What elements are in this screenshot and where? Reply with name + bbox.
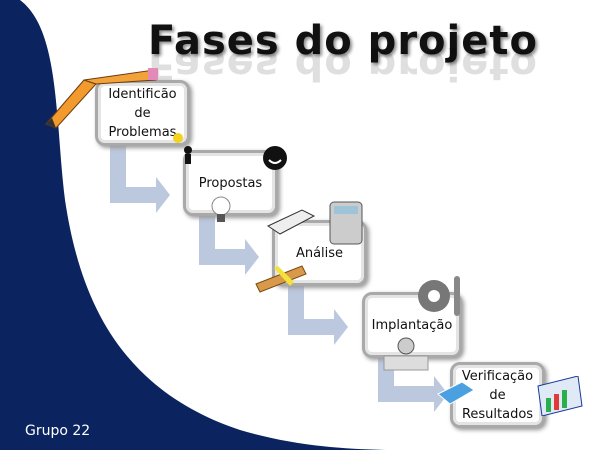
footer-group-label: Grupo 22 [25, 423, 91, 439]
pencil-icon [45, 68, 158, 129]
phase-label-line: de [134, 105, 151, 121]
arrow-3-4 [288, 285, 348, 345]
phase-label-line: Problemas [108, 124, 177, 140]
blueprint-icon [266, 209, 316, 235]
phase-label: Implantação [371, 317, 453, 333]
document-icon [437, 381, 475, 405]
arrow-4-5 [378, 358, 448, 412]
phase-label: Propostas [198, 175, 263, 191]
ruler-pencil-icon [255, 265, 307, 293]
lightbulb-icon [211, 196, 231, 222]
calculator-icon [329, 201, 363, 245]
tools-hand-icon [383, 337, 429, 371]
gear-wrench-icon [418, 276, 460, 316]
thinking-person-icon [173, 133, 192, 164]
phase-label-line: Verificação [461, 368, 534, 384]
slide-title: Fases do projeto [148, 18, 538, 64]
flow-arrows [110, 145, 448, 412]
phase-box-propostas: Propostas [183, 150, 278, 216]
arrow-1-2 [110, 145, 170, 213]
phase-label-line: Resultados [461, 406, 534, 422]
title-reflection: Fases do projeto [148, 48, 538, 88]
phase-label-line: de [489, 387, 506, 403]
phase-label-line: Identificão [108, 86, 177, 102]
bar-chart-icon [537, 376, 583, 416]
phase-label: Análise [295, 245, 344, 261]
smiley-character-icon [263, 146, 287, 170]
arrow-2-3 [199, 215, 259, 275]
